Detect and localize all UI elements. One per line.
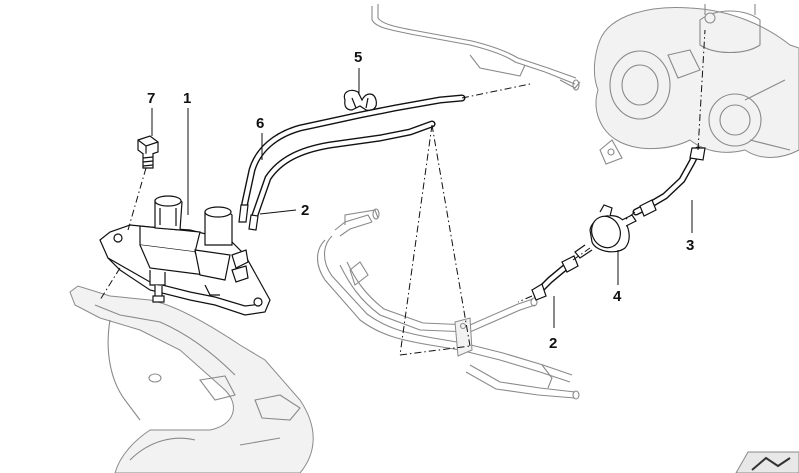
callout-4: 4 <box>613 288 622 305</box>
turbocharger <box>593 4 799 165</box>
vacuum-hoses <box>238 94 466 231</box>
callout-6: 6 <box>256 115 264 132</box>
lower-hose <box>531 255 579 301</box>
callout-2-upper: 2 <box>301 202 309 219</box>
diagram-thumbnail-icon <box>735 451 799 473</box>
solenoid-valve <box>99 195 271 316</box>
connection-lines <box>99 29 706 356</box>
callout-2-lower: 2 <box>549 335 557 352</box>
screw <box>137 135 159 169</box>
callout-1: 1 <box>183 90 191 107</box>
upper-bracket <box>371 4 581 91</box>
leader-lines <box>151 68 693 328</box>
callout-7: 7 <box>147 90 155 107</box>
callout-3: 3 <box>686 237 694 254</box>
lower-bracket <box>69 285 314 473</box>
callouts: 1 2 2 3 4 5 6 7 <box>147 49 694 352</box>
hose-clip <box>343 89 377 112</box>
vacuum-reservoir <box>574 204 637 259</box>
pipe-assembly <box>316 208 580 400</box>
turbo-hose <box>632 146 706 217</box>
callout-5: 5 <box>354 49 362 66</box>
